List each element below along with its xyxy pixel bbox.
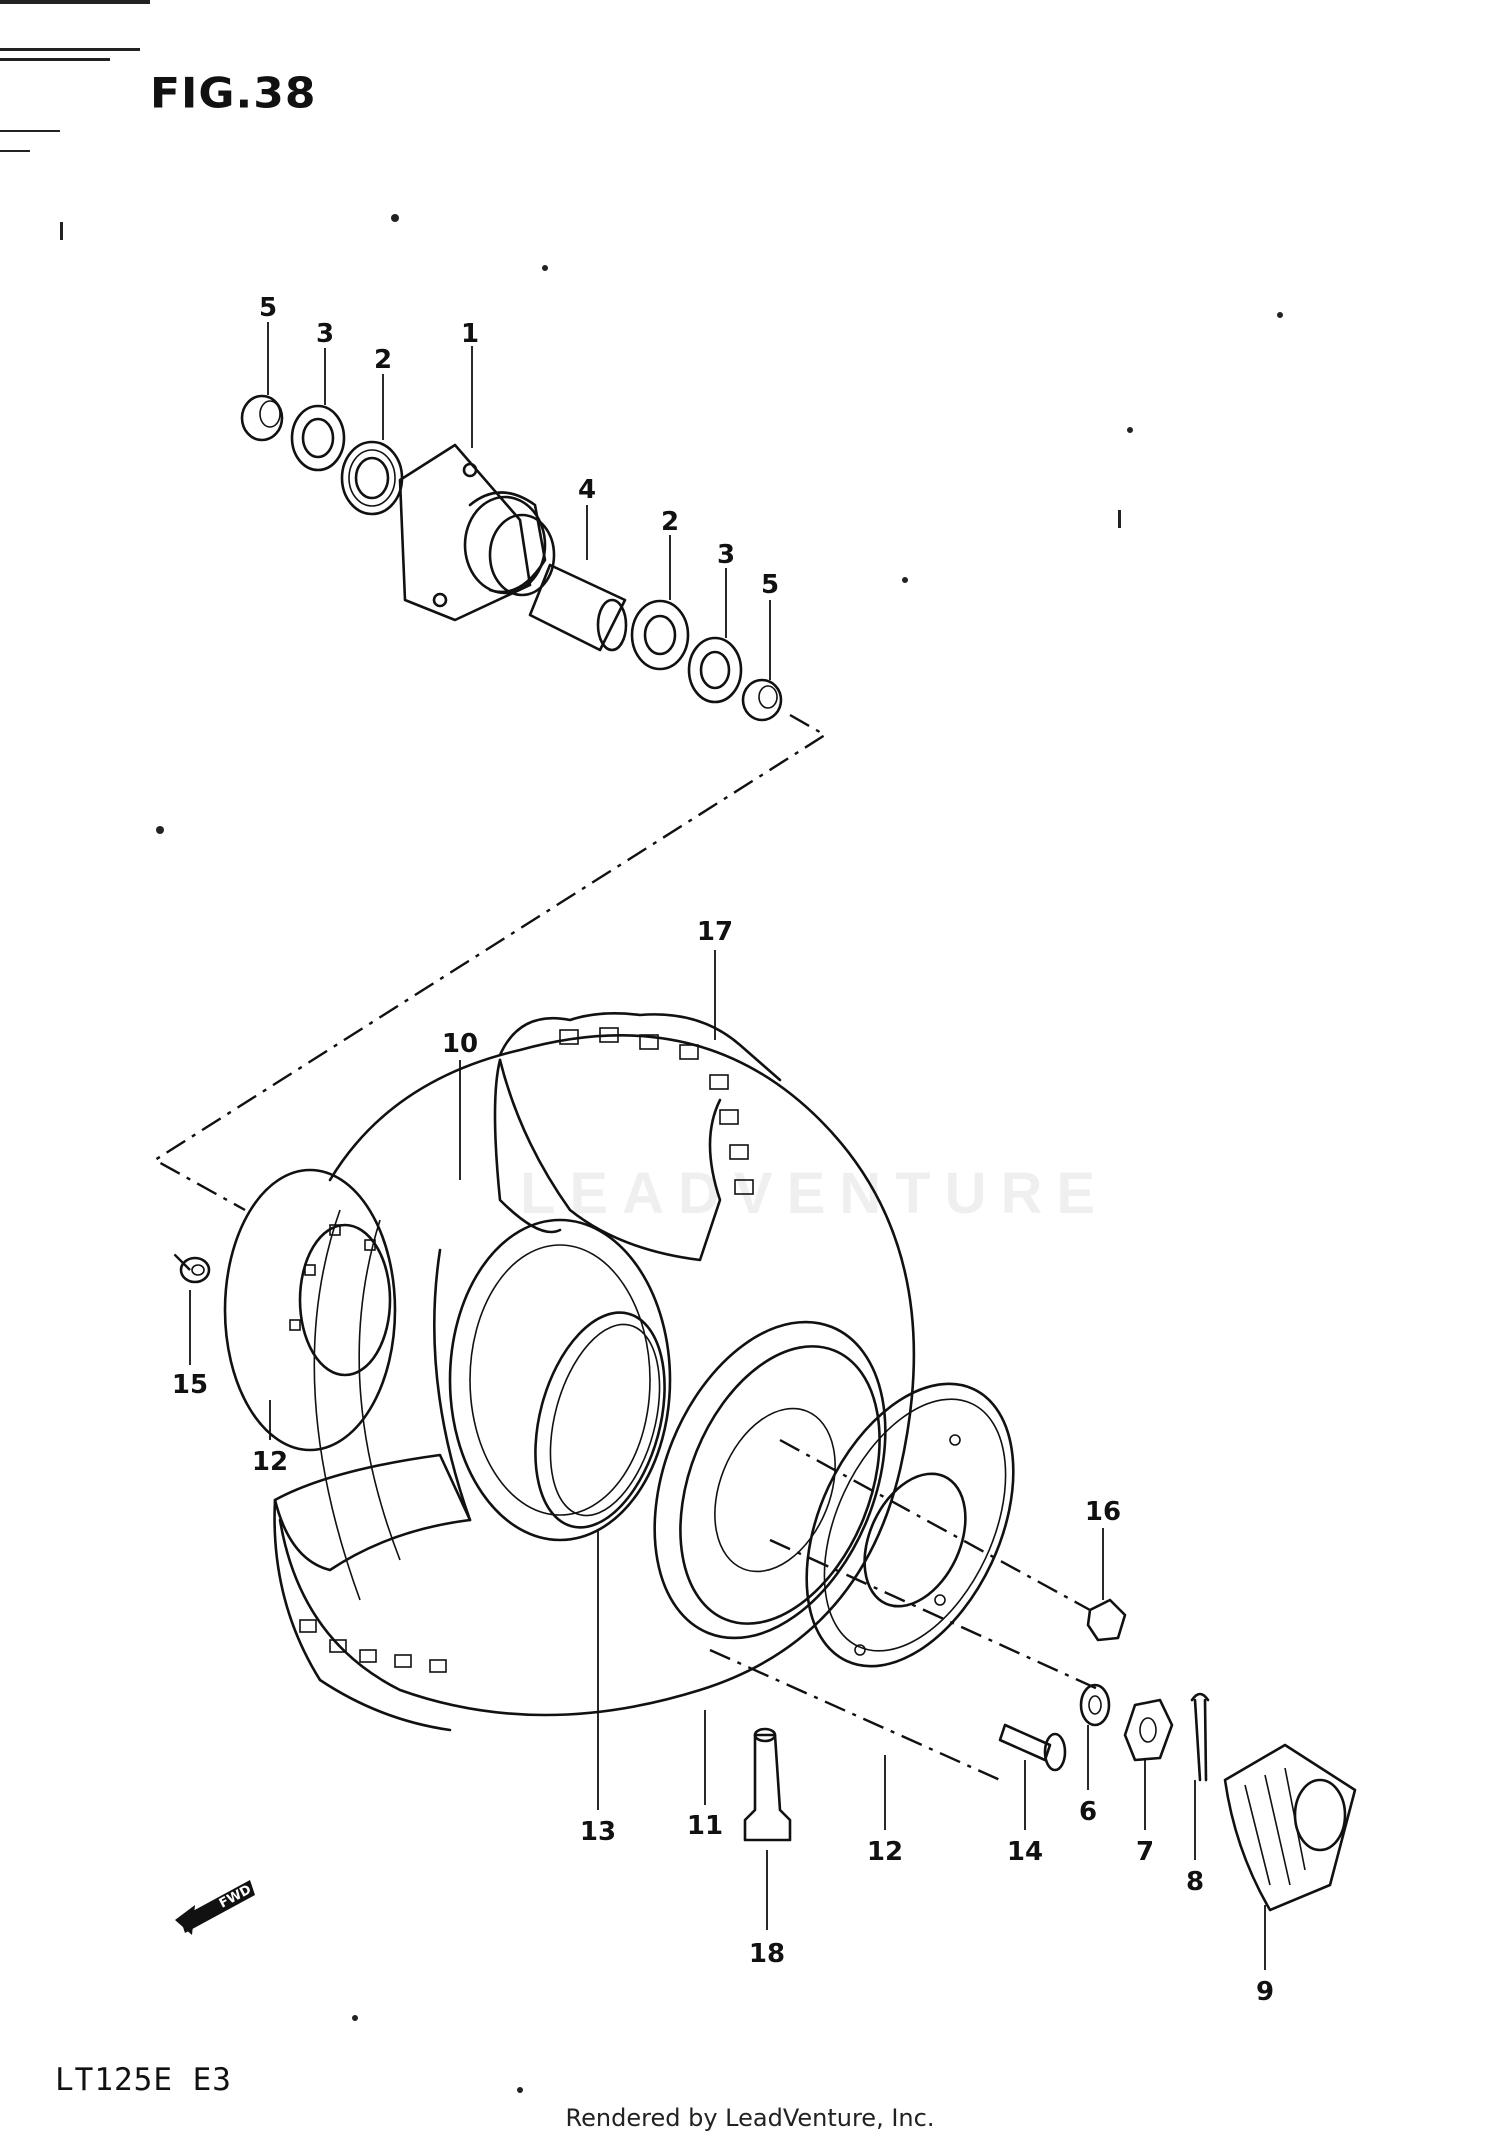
callout-16: 16 — [1085, 1497, 1121, 1527]
spacer-tube — [528, 563, 628, 652]
hardware: FWD — [175, 1256, 1357, 1935]
callout-13: 13 — [580, 1817, 616, 1847]
scan-noise — [0, 0, 1283, 2093]
seal-left — [290, 404, 346, 472]
callout-4: 4 — [578, 475, 596, 505]
callout-12-right: 12 — [867, 1837, 903, 1867]
assembly-line — [152, 713, 828, 1212]
callout-3-right: 3 — [717, 540, 735, 570]
fwd-arrow-icon: FWD — [175, 1880, 255, 1935]
fwd-label: FWD — [217, 1882, 254, 1911]
spacer-left — [240, 394, 284, 442]
bearing-right — [630, 599, 690, 671]
callout-15: 15 — [172, 1370, 208, 1400]
callout-17: 17 — [697, 917, 733, 947]
callout-6: 6 — [1079, 1797, 1097, 1827]
callout-1: 1 — [461, 319, 479, 349]
callout-11: 11 — [687, 1811, 723, 1841]
callout-numbers: 5 1 2 2 3 3 4 5 6 7 8 9 10 11 12 12 13 1… — [172, 293, 1274, 2007]
callout-14: 14 — [1007, 1837, 1043, 1867]
callout-7: 7 — [1136, 1837, 1154, 1867]
callout-5-left: 5 — [259, 293, 277, 323]
bearing-left — [340, 440, 404, 516]
watermark: LEADVENTURE — [520, 1161, 1110, 1226]
figure-title: FIG.38 — [150, 69, 317, 118]
callout-10: 10 — [442, 1029, 478, 1059]
seal-right — [687, 636, 743, 704]
wheel-hub — [398, 443, 556, 622]
render-credit: Rendered by LeadVenture, Inc. — [565, 2104, 935, 2132]
leader-lines — [189, 322, 1266, 1970]
spacer-right — [741, 678, 783, 722]
callout-9: 9 — [1256, 1977, 1274, 2007]
callout-2-right: 2 — [661, 507, 679, 537]
callout-18: 18 — [749, 1939, 785, 1969]
callout-8: 8 — [1186, 1867, 1204, 1897]
callout-2-left: 2 — [374, 345, 392, 375]
tire-assembly — [169, 1012, 1101, 1782]
callout-3-left: 3 — [316, 319, 334, 349]
callout-5-right: 5 — [761, 570, 779, 600]
model-label: LT125E E3 — [55, 2062, 232, 2098]
hub-assembly — [240, 394, 783, 722]
callout-12-left: 12 — [252, 1447, 288, 1477]
